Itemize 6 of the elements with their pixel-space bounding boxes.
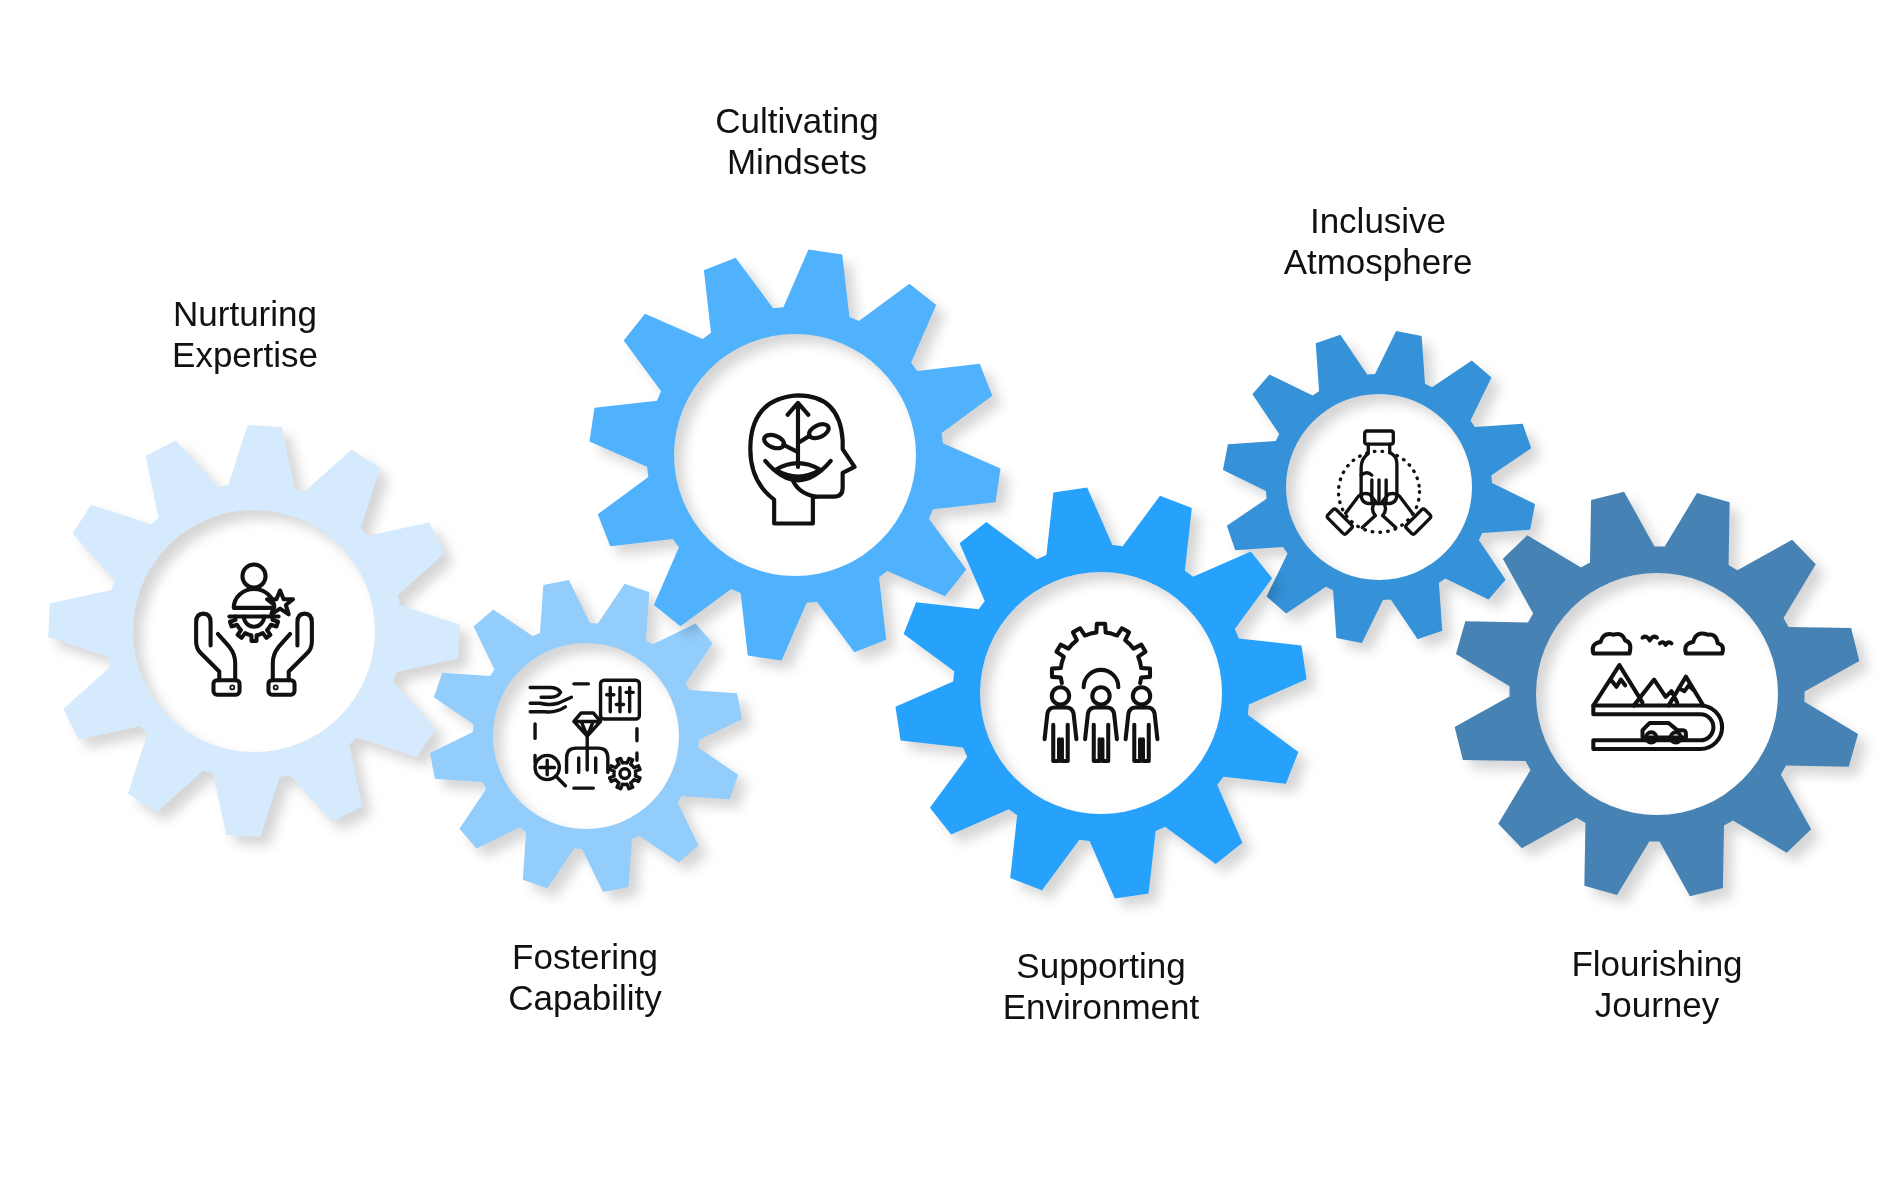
gear-title: Nurturing Expertise [172, 294, 318, 376]
gear-title: Fostering Capability [508, 937, 662, 1019]
gear-title: Cultivating Mindsets [715, 101, 879, 183]
gear-title: Supporting Environment [1002, 946, 1200, 1028]
gear-title: Flourishing Journey [1571, 944, 1743, 1026]
gear-title: Inclusive Atmosphere [1283, 201, 1473, 283]
